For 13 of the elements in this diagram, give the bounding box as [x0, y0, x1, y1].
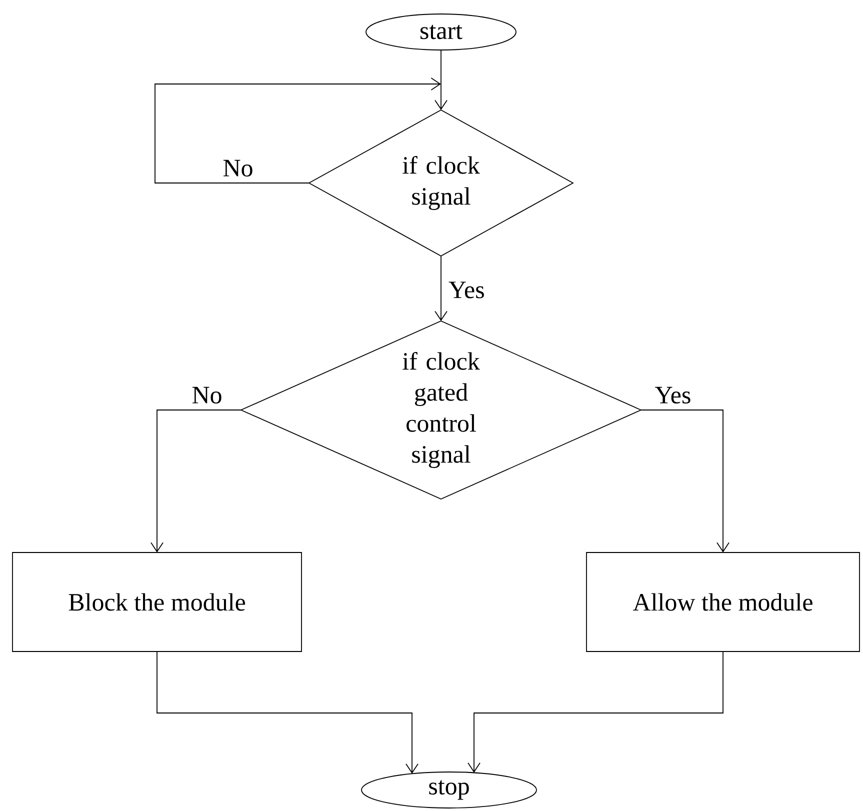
process-box: Block the module	[12, 552, 302, 652]
arrow	[434, 50, 448, 110]
process-box: Allow the module	[586, 552, 860, 652]
edge-label: No	[223, 160, 252, 177]
edge-label: Yes	[448, 282, 484, 298]
edge-label: Yes	[655, 386, 690, 404]
arrow	[150, 410, 242, 552]
arrow	[468, 651, 724, 773]
edge-label: No	[192, 386, 222, 404]
arrow	[154, 78, 441, 184]
arrow	[156, 651, 418, 774]
arrow	[434, 256, 448, 321]
arrow	[640, 410, 730, 552]
